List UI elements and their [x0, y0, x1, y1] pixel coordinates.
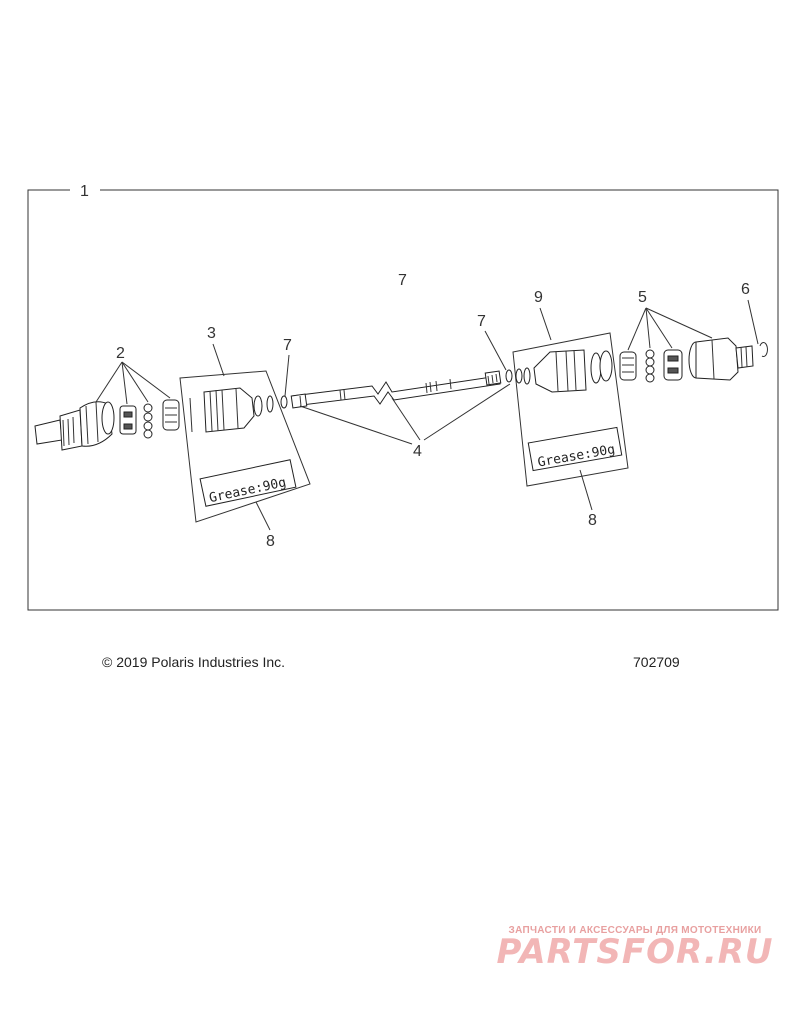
callout-8-left: 8: [266, 533, 275, 550]
boot-right: [515, 349, 613, 393]
outer-joint-balls: [143, 403, 153, 439]
watermark-logo: PARTSFOR.RU: [496, 932, 774, 972]
callout-7-right: 7: [477, 313, 486, 330]
ring-right: [505, 369, 513, 383]
callout-4: 4: [413, 443, 422, 460]
outer-joint-cage: [119, 405, 137, 435]
callout-2: 2: [116, 345, 125, 362]
grease-packet-left: Grease:90g: [199, 459, 297, 507]
watermark-tagline: ЗАПЧАСТИ И АКСЕССУАРЫ ДЛЯ МОТОТЕХНИКИ: [508, 925, 762, 936]
outer-cv-joint: [34, 401, 115, 451]
inner-joint-race: [619, 351, 637, 381]
callout-7-top: 7: [398, 272, 407, 289]
callout-3: 3: [207, 325, 216, 342]
watermark: ЗАПЧАСТИ И АКСЕССУАРЫ ДЛЯ МОТОТЕХНИКИ PA…: [480, 925, 790, 972]
circlip: [759, 342, 768, 357]
inner-joint-cage: [663, 349, 683, 381]
grease-packet-right: Grease:90g: [527, 426, 623, 472]
axle-shaft: [290, 370, 502, 409]
callout-6: 6: [741, 281, 750, 298]
callout-8-right: 8: [588, 512, 597, 529]
boot-kit-left-frame: [179, 370, 311, 523]
callout-5: 5: [638, 289, 647, 306]
outer-joint-race: [162, 399, 180, 431]
copyright-text: © 2019 Polaris Industries Inc.: [102, 654, 286, 670]
boot-kit-right-frame: [512, 332, 629, 487]
ring-left: [280, 395, 288, 409]
callout-1: 1: [80, 183, 89, 200]
callout-7-left: 7: [283, 337, 292, 354]
callout-9: 9: [534, 289, 543, 306]
inner-cv-housing: [688, 337, 754, 381]
boot-left: [189, 387, 274, 433]
assembly-frame: [27, 189, 779, 611]
inner-joint-balls: [645, 349, 655, 383]
drawing-number: 702709: [633, 654, 680, 670]
